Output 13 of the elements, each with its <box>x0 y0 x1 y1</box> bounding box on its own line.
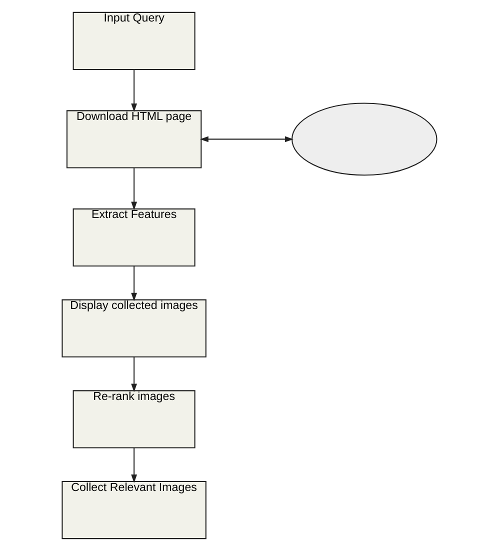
node-box: Display collected images <box>61 299 206 358</box>
node-box: Input Query <box>72 12 195 70</box>
node-box: Download HTML page <box>66 110 202 168</box>
node-ellipse <box>291 102 437 176</box>
arrow <box>130 70 137 112</box>
node-box: Extract Features <box>72 208 195 267</box>
arrow <box>199 136 293 142</box>
arrow <box>130 448 137 484</box>
arrow <box>130 266 137 302</box>
arrow <box>130 168 137 210</box>
node-box: Re-rank images <box>72 390 195 448</box>
arrow <box>130 356 137 392</box>
node-box: Collect Relevant Images <box>61 481 206 540</box>
